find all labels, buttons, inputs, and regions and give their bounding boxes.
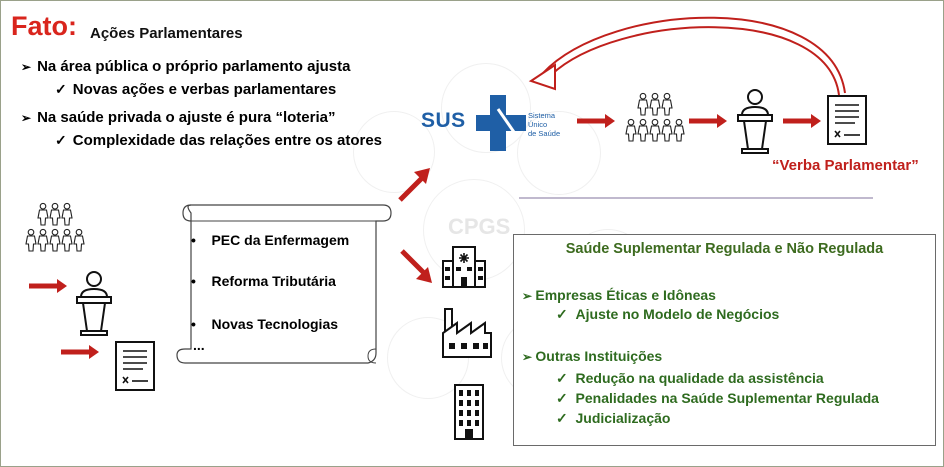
group-1-label: Empresas Éticas e Idôneas [535,287,716,303]
group-2-item-2: ✓ Penalidades na Saúde Suplementar Regul… [556,390,879,407]
scroll-item-1-label: PEC da Enfermagem [211,232,350,248]
scroll-icon [176,204,392,364]
red-arrow-icon [29,279,67,293]
bullet-1-sub-text: Novas ações e verbas parlamentares [72,81,337,98]
watermark-circle [517,111,601,195]
bullet-1-text: Na área pública o próprio parlamento aju… [37,58,351,75]
scroll-item-2: • Reforma Tributária [191,273,336,289]
curved-arrow-icon [528,16,846,96]
hospital-icon [442,246,486,288]
red-arrow-icon [689,114,727,128]
check-icon: ✓ [556,370,576,386]
verba-parlamentar-label: “Verba Parlamentar” [772,157,919,174]
watermark-text: CPGS [448,214,511,239]
sus-line-1: Sistema [528,111,556,120]
red-arrow-icon [577,114,615,128]
bullet-dot: • [191,273,212,289]
sus-line-3: de Saúde [528,129,561,138]
arrow-bullet-icon: ➢ [21,111,32,125]
bullet-2-sub: ✓ Complexidade das relações entre os ator… [55,132,382,149]
document-signature-icon [827,95,867,145]
group-2-item-2-label: Penalidades na Saúde Suplementar Regulad… [575,390,879,406]
bullet-1-sub: ✓ Novas ações e verbas parlamentares [55,81,336,98]
group-2-item-1-label: Redução na qualidade da assistência [575,370,824,386]
arrow-bullet-icon: ➢ [522,350,536,364]
group-2: ➢ Outras Instituições [522,348,662,364]
watermark-circle [441,63,531,153]
info-box: Saúde Suplementar Regulada e Não Regulad… [513,234,936,446]
bullet-2-text: Na saúde privada o ajuste é pura “loteri… [37,109,336,126]
group-2-item-1: ✓ Redução na qualidade da assistência [556,370,824,387]
check-icon: ✓ [556,306,576,322]
document-signature-icon [115,341,155,391]
speaker-podium-icon [76,271,112,336]
red-arrow-down-icon [400,249,432,283]
group-1-item-1: ✓ Ajuste no Modelo de Negócios [556,306,779,323]
office-building-icon [454,384,484,440]
scroll-item-2-label: Reforma Tributária [211,273,336,289]
scroll-item-3: • Novas Tecnologias [191,316,338,332]
people-group-icon [25,203,89,255]
title-subtitle: Ações Parlamentares [90,25,243,42]
separator-line [519,197,873,199]
group-2-item-3: ✓ Judicialização [556,410,670,427]
red-arrow-up-icon [398,168,430,202]
scroll-item-3-label: Novas Tecnologias [211,316,339,332]
bullet-2: ➢ Na saúde privada o ajuste é pura “loter… [21,109,336,126]
arrow-bullet-icon: ➢ [21,60,32,74]
sus-logo: SUS Sistema Único de Saúde [421,93,561,153]
red-arrow-icon [61,345,99,359]
bullet-1: ➢ Na área pública o próprio parlamento aj… [21,58,350,75]
sus-logo-text: Sistema Único de Saúde [528,111,560,138]
sus-line-2: Único [528,120,548,129]
scroll-ellipsis: ... [193,337,205,353]
bullet-dot: • [191,232,212,248]
factory-icon [442,308,492,358]
sus-cross-icon [476,95,526,151]
info-box-title: Saúde Suplementar Regulada e Não Regulad… [565,241,884,257]
watermark-circle [353,111,435,193]
group-1-item-1-label: Ajuste no Modelo de Negócios [575,306,780,322]
title-fato: Fato: [11,11,77,41]
group-2-item-3-label: Judicialização [575,410,671,426]
bullet-2-sub-text: Complexidade das relações entre os atore… [72,132,383,149]
group-2-label: Outras Instituições [535,348,663,364]
check-icon: ✓ [55,132,67,148]
bullet-dot: • [191,316,212,332]
check-icon: ✓ [55,81,67,97]
red-arrow-icon [783,114,821,128]
sus-logo-word: SUS [421,109,466,132]
scroll-item-1: • PEC da Enfermagem [191,232,349,248]
group-1: ➢ Empresas Éticas e Idôneas [522,287,716,303]
check-icon: ✓ [556,410,576,426]
check-icon: ✓ [556,390,576,406]
arrow-bullet-icon: ➢ [522,289,536,303]
